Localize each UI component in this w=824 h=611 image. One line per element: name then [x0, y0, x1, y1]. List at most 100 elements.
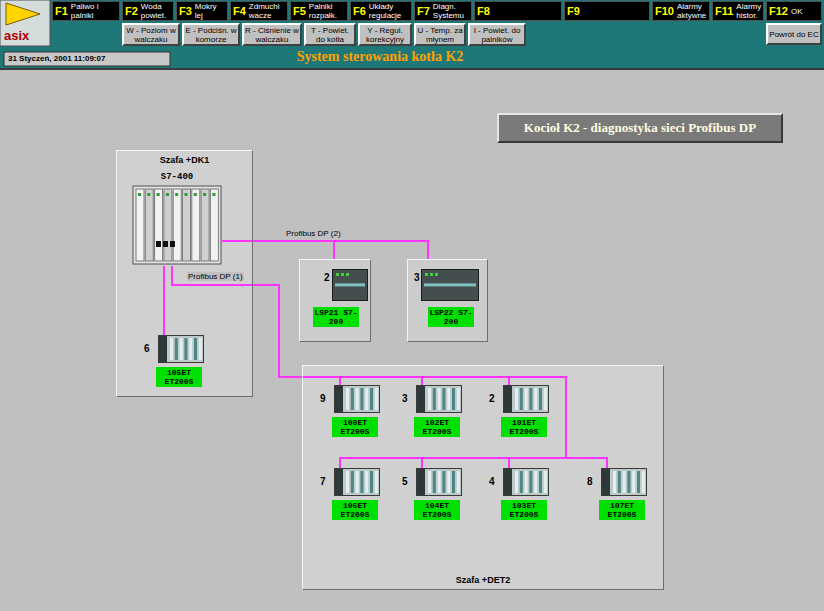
- io-station: 6 105ET ET200S: [142, 335, 208, 393]
- module-led: [185, 193, 188, 196]
- title-panel: Kocioł K2 - diagnostyka sieci Profibus D…: [497, 113, 783, 143]
- bus-label: Profibus DP (2): [285, 229, 342, 238]
- station-slice: [189, 338, 192, 360]
- panel-fill: [299, 259, 371, 342]
- station-slice: [356, 471, 359, 493]
- cpu-strip: [335, 283, 365, 286]
- station-slice: [447, 388, 450, 410]
- bus-cable: [172, 266, 509, 385]
- function-key: F4Zdmuchi wacze: [230, 1, 288, 21]
- station-slice: [457, 471, 460, 493]
- menu-button: I - Powiet. do palników: [468, 23, 526, 46]
- station-slice: [360, 388, 363, 410]
- station-body: [159, 336, 204, 363]
- function-key: F8: [474, 1, 562, 21]
- module-led: [157, 193, 160, 196]
- station-head: [417, 386, 425, 412]
- key-label: F4: [233, 5, 246, 17]
- panel-fill: [302, 365, 664, 590]
- station-body: [417, 386, 462, 413]
- key-label: F5: [293, 5, 306, 17]
- button-label: I - Powiet. do palników: [471, 26, 523, 44]
- cpu-led: [430, 273, 433, 276]
- button-label: Y - Regul. korekcyjny: [361, 26, 409, 44]
- function-key: F9: [564, 1, 650, 21]
- io-station: 3102ET ET200S: [400, 385, 464, 443]
- station-slice: [544, 471, 547, 493]
- station-slice: [457, 388, 460, 410]
- station-number: 8: [587, 476, 593, 487]
- station-body: [335, 469, 380, 496]
- station-slice: [613, 471, 616, 493]
- station-slice: [515, 471, 518, 493]
- key-label: F12: [769, 5, 788, 17]
- io-station: 9100ET ET200S: [318, 385, 382, 443]
- station-slice: [365, 388, 368, 410]
- plc-station: 2LSP21 S7-200: [299, 259, 371, 342]
- key-label: F8: [477, 5, 490, 17]
- station-label: 101ET ET200S: [501, 417, 547, 437]
- station-slice: [428, 388, 431, 410]
- station-slice: [452, 388, 455, 410]
- port: [156, 241, 161, 247]
- rack-module: [164, 189, 172, 261]
- et200s-illustration: [503, 468, 549, 496]
- station-number: 7: [320, 476, 326, 487]
- date-box: [4, 52, 170, 66]
- menu-button: E - Podciśn. w komorze: [182, 23, 240, 46]
- rack-module: [145, 189, 153, 261]
- key-label: F2: [125, 5, 138, 17]
- station-slice: [520, 388, 523, 410]
- station-slice: [428, 471, 431, 493]
- station-body: [417, 469, 462, 496]
- station-number: 3: [414, 272, 420, 283]
- station-slice: [447, 471, 450, 493]
- station-number: 9: [320, 393, 326, 404]
- station-slice: [623, 471, 626, 493]
- station-slice: [539, 471, 542, 493]
- station-number: 2: [489, 393, 495, 404]
- key-caption: Alarmy aktywne: [677, 2, 707, 20]
- station-body: [504, 386, 549, 413]
- header-rule: [0, 68, 824, 70]
- key-caption: Alarmy histor.: [736, 2, 761, 20]
- station-label: 105ET ET200S: [156, 367, 202, 387]
- key-label: F10: [655, 5, 674, 17]
- rack-module: [173, 189, 181, 261]
- bus-label: Profibus DP (1): [187, 272, 244, 281]
- station-head: [602, 469, 610, 495]
- station-label: 104ET ET200S: [414, 500, 460, 520]
- button-label: Powrót do EC: [769, 30, 818, 39]
- station-slice: [351, 388, 354, 410]
- menu-button: Powrót do EC: [766, 23, 822, 45]
- key-caption: Układy regulacje: [369, 2, 409, 20]
- station-head: [335, 469, 343, 495]
- key-label: F11: [715, 5, 733, 17]
- function-key: F5Palniki rozpałk.: [290, 1, 348, 21]
- station-label: LSP21 S7-200: [313, 307, 359, 327]
- station-slice: [627, 471, 630, 493]
- bus-cable: [172, 266, 422, 385]
- io-station: 4103ET ET200S: [487, 468, 551, 526]
- station-head: [335, 386, 343, 412]
- station-slice: [637, 471, 640, 493]
- s7-200-illustration: [421, 269, 479, 301]
- station-slice: [438, 471, 441, 493]
- et200s-illustration: [416, 468, 462, 496]
- et200s-illustration: [503, 385, 549, 413]
- station-slice: [632, 471, 635, 493]
- key-label: F6: [353, 5, 366, 17]
- station-slice: [199, 338, 202, 360]
- panel-fill: [407, 259, 488, 342]
- module-led: [147, 193, 150, 196]
- station-number: 2: [324, 272, 330, 283]
- port: [170, 241, 175, 247]
- station-number: 6: [144, 343, 150, 354]
- et200s-illustration: [158, 335, 204, 363]
- station-slice: [180, 338, 183, 360]
- function-key: F7Diagn. Systemu: [414, 1, 472, 21]
- cpu-led: [425, 273, 428, 276]
- key-caption: OK: [791, 7, 803, 16]
- module-led: [212, 193, 215, 196]
- date-time: 31 Styczeń, 2001 11:09:07: [8, 54, 105, 63]
